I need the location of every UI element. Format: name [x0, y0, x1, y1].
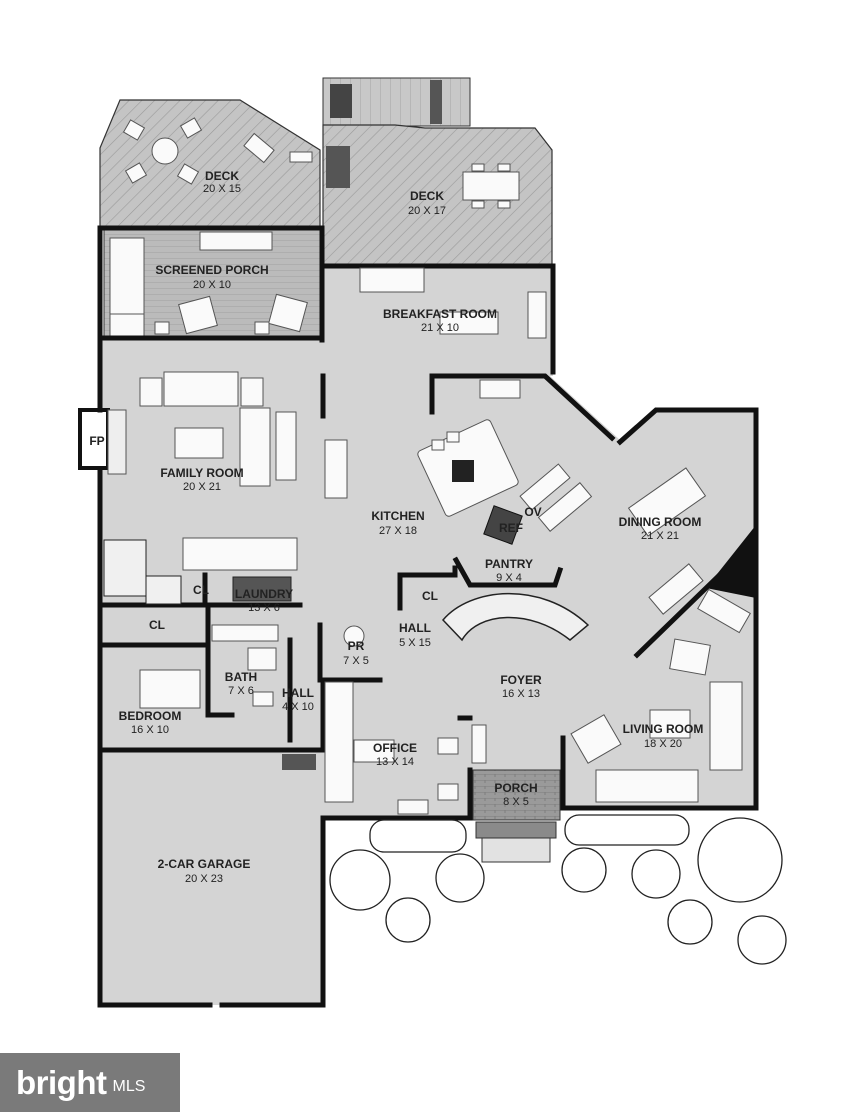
oven-label: OV [524, 505, 541, 519]
closet-bedroom-label: CL [149, 618, 165, 632]
front-porch [472, 769, 561, 821]
deck-dining-set [462, 163, 520, 209]
porch-name: PORCH [494, 781, 537, 795]
upper-deck-landing [322, 77, 471, 127]
pr-name: PR [348, 639, 365, 653]
grill-icon [330, 84, 352, 118]
logo-suffix: MLS [112, 1077, 146, 1095]
family-name: FAMILY ROOM [160, 466, 243, 480]
hall-left-dim: 4 X 10 [282, 701, 314, 713]
kitchen-dim: 27 X 18 [379, 525, 417, 537]
porch-dim: 8 X 5 [503, 796, 529, 808]
family-dim: 20 X 21 [183, 481, 221, 493]
garage-floor [102, 752, 323, 1005]
deck-left-name: DECK [205, 169, 239, 183]
hall-left-name: HALL [282, 686, 314, 700]
dining-dim: 21 X 21 [641, 530, 679, 542]
hall-center-name: HALL [399, 621, 431, 635]
brightmls-logo: bright MLS [0, 1053, 180, 1112]
porch-furniture [109, 231, 308, 337]
patio-table-set [122, 117, 313, 185]
breakfast-furniture [359, 267, 547, 339]
pantry-name: PANTRY [485, 557, 533, 571]
deck-right-name: DECK [410, 189, 444, 203]
bath-name: BATH [225, 670, 257, 684]
kitchen-name: KITCHEN [371, 509, 424, 523]
office-name: OFFICE [373, 741, 417, 755]
breakfast-name: BREAKFAST ROOM [383, 307, 497, 321]
screened-porch-name: SCREENED PORCH [155, 263, 268, 277]
living-dim: 18 X 20 [644, 738, 682, 750]
laundry-dim: 13 X 6 [248, 602, 280, 614]
pantry-dim: 9 X 4 [496, 572, 522, 584]
laundry-name: LAUNDRY [235, 587, 293, 601]
breakfast-dim: 21 X 10 [421, 322, 459, 334]
family-room-furniture [139, 371, 297, 487]
living-furniture [570, 638, 743, 803]
deck-right-dim: 20 X 17 [408, 205, 446, 217]
garage-name: 2-CAR GARAGE [158, 857, 251, 871]
dining-name: DINING ROOM [619, 515, 702, 529]
living-name: LIVING ROOM [623, 722, 704, 736]
garage-dim: 20 X 23 [185, 873, 223, 885]
landscaping [329, 814, 787, 965]
fireplace-label: FP [89, 434, 104, 448]
deck-left [99, 99, 321, 229]
bedroom-dim: 16 X 10 [131, 724, 169, 736]
pr-dim: 7 X 5 [343, 655, 369, 667]
kitchen-fixtures [182, 379, 593, 571]
foyer-name: FOYER [500, 673, 542, 687]
screened-porch-dim: 20 X 10 [193, 279, 231, 291]
office-dim: 13 X 14 [376, 756, 414, 768]
deck-left-dim: 20 X 15 [203, 183, 241, 195]
bedroom-name: BEDROOM [119, 709, 182, 723]
logo-brand: bright [16, 1063, 107, 1101]
refrigerator-label: REF [499, 521, 523, 535]
dining-furniture [627, 467, 751, 634]
room-labels: DECK 20 X 15 DECK 20 X 17 SCREENED PORCH… [89, 169, 703, 885]
bath-dim: 7 X 6 [228, 685, 254, 697]
closet-laundry-label: CL [193, 583, 209, 597]
foyer-dim: 16 X 13 [502, 688, 540, 700]
stairs [103, 539, 590, 642]
laundry-fixtures [139, 576, 487, 815]
closet-hall-label: CL [422, 589, 438, 603]
hall-center-dim: 5 X 15 [399, 637, 431, 649]
